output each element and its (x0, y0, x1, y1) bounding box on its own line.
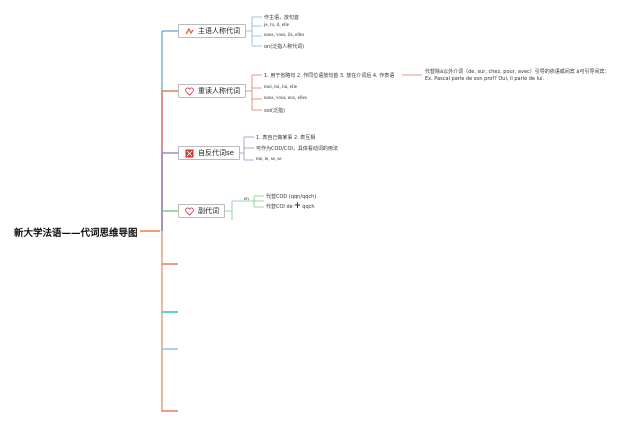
leaf-text: qqch (302, 204, 315, 210)
node-label: 重读人称代词 (198, 87, 240, 95)
leaf-text: 作主语，放句首 (264, 15, 300, 21)
branch-en: en (244, 197, 249, 202)
leaf-text: je, tu, il, elle (264, 23, 289, 28)
note-line: 代替除à以外介词（de, sur, chez, pour, avec）引导的依语… (425, 69, 610, 75)
node-label: 自反代词se (198, 149, 234, 157)
leaf-text: soi(泛指) (264, 108, 285, 114)
node-subject-pronouns[interactable]: 主语人称代词 (178, 24, 246, 38)
leaf-text: moi, toi, lui, elle (264, 85, 298, 90)
plus-icon: + (293, 201, 302, 211)
leaf-text: nous, vous, ils, elles (264, 33, 305, 38)
heart-icon (184, 206, 194, 216)
stressed-note: 代替除à以外介词（de, sur, chez, pour, avec）引导的依语… (425, 69, 609, 83)
node-label: 副代词 (198, 207, 219, 215)
node-reflexive-pronouns[interactable]: 自反代词se (178, 146, 240, 160)
node-adverbial-pronouns[interactable]: 副代词 (178, 204, 225, 218)
leaf-text: 可作为COD/COI，具体看动词的用法 (256, 146, 338, 152)
node-label: 主语人称代词 (198, 27, 240, 35)
leaf-text: on(泛指人称代词) (264, 44, 305, 50)
leaf-text: nous, vous, eux, elles (264, 96, 307, 101)
note-line: Ex. Pascal parle de son prof? Oui, il pa… (425, 76, 545, 82)
leaf-text: 1. 表自己做某事 2. 表互相 (256, 135, 316, 141)
leaf-coi-de: 代替COI de+qqch (266, 201, 315, 211)
heart-icon (184, 86, 194, 96)
wave-icon (184, 26, 194, 36)
leaf-text: 代替COD (qqn/qqch) (266, 194, 317, 200)
leaf-text: 1. 用于省略句 2. 作同位语放句首 3. 放在介词后 4. 作表语 (264, 73, 395, 79)
leaf-text: me, te, se, se (256, 157, 282, 162)
flag-icon (184, 148, 194, 158)
root-title[interactable]: 新大学法语——代词思维导图 (14, 228, 138, 239)
node-stressed-pronouns[interactable]: 重读人称代词 (178, 84, 246, 98)
leaf-text: 代替COI de (266, 204, 293, 210)
